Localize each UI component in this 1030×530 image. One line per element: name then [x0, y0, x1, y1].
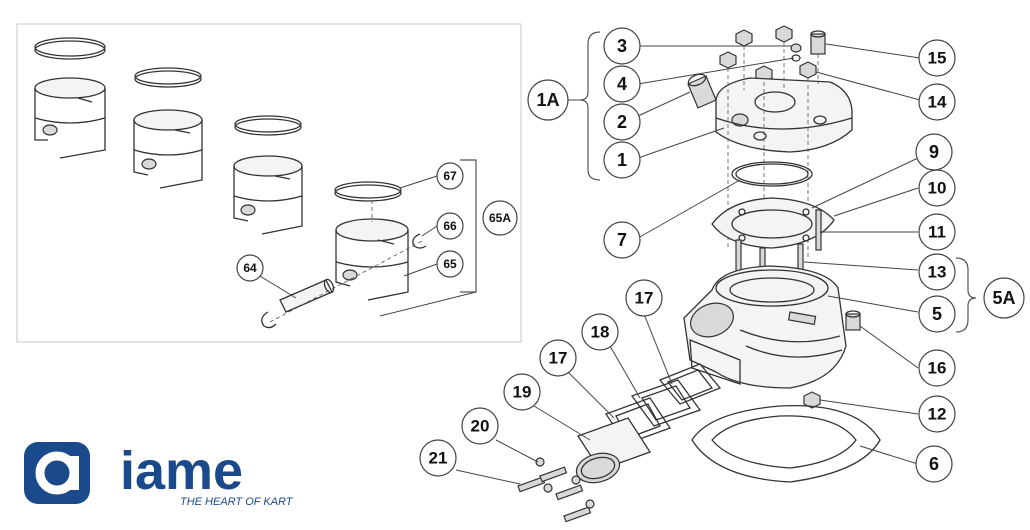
callout-1: 1: [603, 141, 641, 179]
callout-14: 14: [918, 83, 956, 121]
intake-gasket-outer: [658, 363, 722, 405]
svg-text:7: 7: [617, 230, 627, 250]
callouts: 3 4 2 1 15 14 9 10 7 11 13 5 17 18 17 16…: [236, 27, 1025, 483]
piston-1: [34, 37, 106, 159]
svg-text:1A: 1A: [536, 90, 559, 110]
callout-19: 19: [503, 373, 541, 411]
callout-18: 18: [581, 313, 619, 351]
svg-text:19: 19: [513, 383, 532, 402]
callout-15: 15: [918, 39, 956, 77]
callout-64: 64: [236, 254, 264, 282]
wrist-pin: [279, 278, 335, 313]
manifold-bolts: [517, 457, 595, 523]
callout-20: 20: [461, 407, 499, 445]
temperature-fitting: [845, 310, 861, 331]
circlip-left: [261, 311, 277, 329]
logo-mark-icon: [24, 442, 90, 504]
callout-3: 3: [603, 27, 641, 65]
head-spacer-plate: [711, 197, 835, 249]
svg-text:65: 65: [443, 257, 457, 271]
callout-6: 6: [915, 445, 953, 483]
svg-text:16: 16: [928, 359, 947, 378]
callout-9: 9: [915, 133, 953, 171]
piston-4: [261, 181, 427, 329]
svg-text:21: 21: [429, 449, 448, 468]
logo-wordmark: iame: [120, 441, 244, 501]
svg-text:66: 66: [443, 219, 457, 233]
cylinder-head: [715, 77, 853, 153]
callout-16: 16: [918, 349, 956, 387]
circlip-right: [412, 233, 427, 249]
brand-logo: iame THE HEART OF KART: [22, 440, 292, 510]
svg-text:11: 11: [928, 223, 946, 242]
callout-66: 66: [436, 212, 464, 240]
piston-2: [133, 67, 203, 189]
svg-text:2: 2: [617, 112, 627, 132]
svg-text:65A: 65A: [489, 211, 511, 225]
cylinder-assembly: [637, 157, 977, 483]
svg-text:6: 6: [929, 454, 939, 474]
svg-text:15: 15: [928, 49, 947, 68]
callout-13: 13: [918, 253, 956, 291]
decompression-valve: [687, 73, 717, 109]
callout-21: 21: [419, 439, 457, 477]
svg-text:13: 13: [928, 263, 947, 282]
cylinder-head-assembly: [568, 25, 921, 280]
reed-block-gasket: [630, 379, 702, 427]
piston-panel-frame: [16, 23, 522, 343]
head-o-ring: [731, 161, 813, 187]
svg-text:18: 18: [591, 323, 610, 342]
head-nuts: [719, 25, 817, 83]
callout-5: 5: [918, 295, 956, 333]
intake-assembly: [455, 313, 722, 523]
svg-text:17: 17: [635, 289, 654, 308]
svg-text:9: 9: [929, 142, 939, 162]
svg-text:17: 17: [549, 349, 568, 368]
svg-text:5: 5: [932, 304, 942, 324]
svg-text:12: 12: [928, 405, 947, 424]
head-kit-brace: [579, 31, 601, 181]
svg-text:20: 20: [471, 417, 490, 436]
callout-10: 10: [918, 169, 956, 207]
piston-kit-bracket: [460, 159, 477, 293]
intake-manifold: [575, 417, 651, 484]
spark-plug-insert: [810, 30, 826, 55]
callout-17-lower: 17: [539, 339, 577, 377]
callout-17-upper: 17: [625, 279, 663, 317]
svg-text:5A: 5A: [992, 288, 1015, 308]
group-label-1A: 1A: [527, 79, 569, 121]
svg-text:14: 14: [928, 93, 947, 112]
piston-ring: [334, 181, 402, 199]
svg-text:67: 67: [443, 169, 457, 183]
logo-tagline: THE HEART OF KART: [180, 496, 293, 508]
cylinder-nut: [803, 391, 821, 409]
group-label-65A: 65A: [482, 200, 518, 236]
callout-67: 67: [436, 162, 464, 190]
callout-4: 4: [603, 65, 641, 103]
svg-text:10: 10: [928, 179, 947, 198]
svg-text:3: 3: [617, 36, 627, 56]
piston-3: [233, 115, 303, 235]
svg-text:64: 64: [243, 261, 257, 275]
cylinder-kit-brace: [955, 257, 977, 333]
callout-11: 11: [918, 213, 956, 251]
base-gasket: [691, 404, 881, 483]
group-label-5A: 5A: [983, 277, 1025, 319]
piston-panel: [16, 23, 522, 343]
svg-text:1: 1: [617, 150, 627, 170]
cylinder-barrel: [683, 265, 847, 389]
callout-65: 65: [436, 250, 464, 278]
callout-2: 2: [603, 103, 641, 141]
decomp-valve-seal: [790, 43, 802, 62]
svg-text:4: 4: [617, 74, 627, 94]
callout-7: 7: [603, 221, 641, 259]
callout-12: 12: [918, 395, 956, 433]
